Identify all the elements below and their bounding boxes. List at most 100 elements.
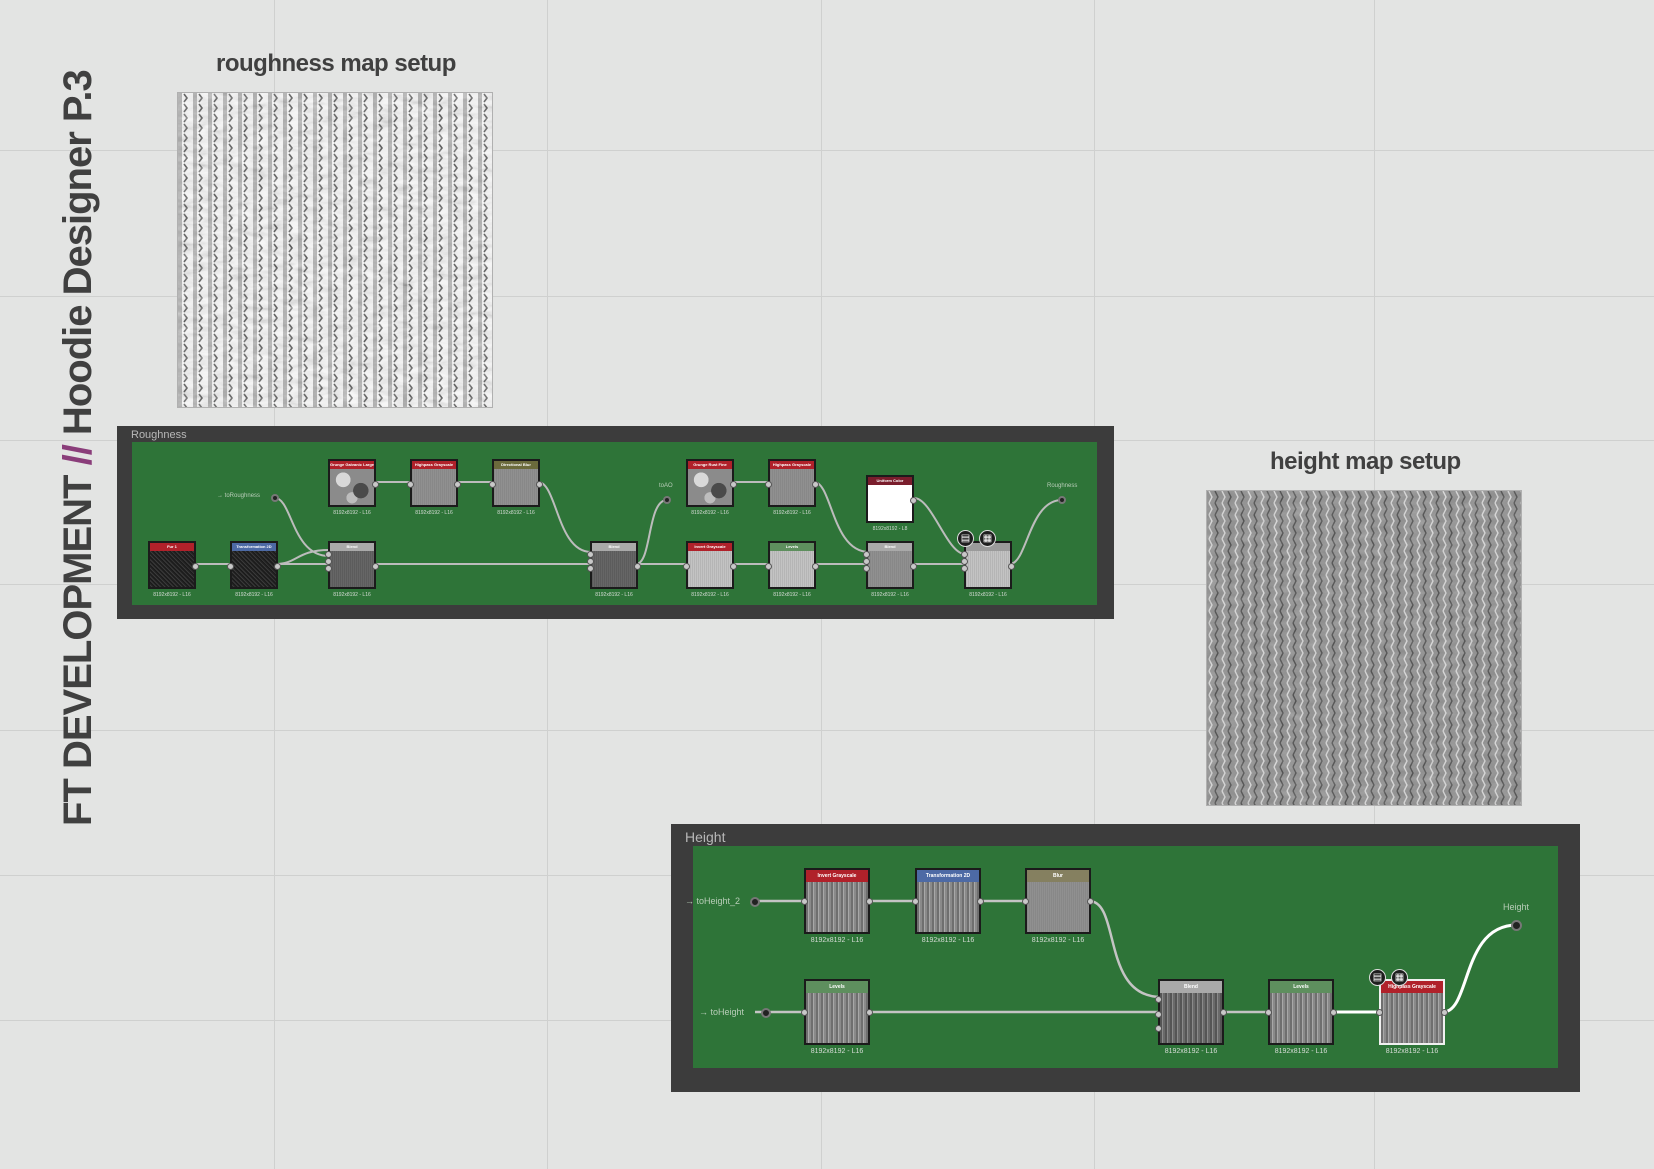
output-port[interactable]	[1441, 1009, 1448, 1016]
node-resolution: 8192x8192 - L16	[497, 510, 535, 516]
output-port[interactable]	[866, 898, 873, 905]
input-port[interactable]	[489, 481, 496, 488]
output-port[interactable]	[372, 563, 379, 570]
output-port[interactable]	[454, 481, 461, 488]
input-port[interactable]	[587, 565, 594, 572]
output-port[interactable]	[536, 481, 543, 488]
output-port[interactable]	[866, 1009, 873, 1016]
checker-icon[interactable]: ▦	[979, 530, 996, 547]
input-port[interactable]	[961, 558, 968, 565]
output-port[interactable]	[1330, 1009, 1337, 1016]
input-port[interactable]	[325, 558, 332, 565]
input-port[interactable]	[1022, 898, 1029, 905]
checker-icon[interactable]: ▦	[1391, 969, 1408, 986]
roughness-output-node[interactable]	[1058, 496, 1066, 504]
node-final[interactable]: 8192x8192 - L16	[961, 541, 1015, 598]
input-port[interactable]	[587, 551, 594, 558]
node-resolution: 8192x8192 - L16	[921, 937, 975, 944]
node-title: Blend	[868, 543, 912, 551]
input-port[interactable]	[961, 551, 968, 558]
output-port[interactable]	[910, 563, 917, 570]
ao-output-label: toAO	[659, 483, 673, 489]
input-port[interactable]	[961, 565, 968, 572]
input-port[interactable]	[227, 563, 234, 570]
output-port[interactable]	[274, 563, 281, 570]
node-title: Transformation 2D	[917, 870, 979, 882]
input-port[interactable]	[1155, 1011, 1162, 1018]
input-port[interactable]	[683, 563, 690, 570]
output-port[interactable]	[1087, 898, 1094, 905]
input-port[interactable]	[801, 898, 808, 905]
height-frame-title: Height	[685, 829, 726, 845]
height-output-node[interactable]	[1511, 920, 1522, 931]
output-port[interactable]	[812, 481, 819, 488]
input-port[interactable]	[325, 565, 332, 572]
input-port[interactable]	[325, 551, 332, 558]
height-output-label: Height	[1503, 902, 1530, 912]
input-port[interactable]	[1265, 1009, 1272, 1016]
height-input-node[interactable]	[761, 1008, 771, 1018]
output-port[interactable]	[730, 563, 737, 570]
node-resolution: 8192x8192 - L16	[691, 510, 729, 516]
input-port[interactable]	[407, 481, 414, 488]
input-port[interactable]	[1376, 1009, 1383, 1016]
input-port[interactable]	[1155, 1025, 1162, 1032]
roughness-input-node[interactable]	[271, 494, 279, 502]
input-port[interactable]	[863, 551, 870, 558]
output-port[interactable]	[977, 898, 984, 905]
file-icon[interactable]: ▤	[1369, 969, 1386, 986]
node-thumbnail	[1270, 993, 1332, 1043]
node-resolution: 8192x8192 - L16	[1274, 1048, 1328, 1055]
node-title: Grunge Rust Fine	[688, 461, 732, 469]
input-port[interactable]	[765, 563, 772, 570]
output-port[interactable]	[1008, 563, 1015, 570]
node-transform[interactable]: Transformation 2D 8192x8192 - L16	[912, 868, 984, 944]
roughness-input-label: → toRoughness	[217, 493, 261, 499]
input-port[interactable]	[912, 898, 919, 905]
node-highpass2[interactable]: Highpass Grayscale 8192x8192 - L16	[765, 459, 819, 516]
node-thumbnail	[868, 551, 912, 587]
node-title: Highpass Grayscale	[770, 461, 814, 469]
node-thumbnail	[770, 469, 814, 505]
input-port[interactable]	[587, 558, 594, 565]
input-port[interactable]	[1155, 996, 1162, 1003]
output-port[interactable]	[634, 563, 641, 570]
node-resolution: 8192x8192 - L16	[773, 510, 811, 516]
output-port[interactable]	[192, 563, 199, 570]
output-port[interactable]	[730, 481, 737, 488]
ao-output-node[interactable]	[663, 496, 671, 504]
output-port[interactable]	[372, 481, 379, 488]
input-port[interactable]	[765, 481, 772, 488]
file-icon[interactable]: ▤	[957, 530, 974, 547]
height-input-2-node[interactable]	[750, 897, 760, 907]
node-title: Fur 1	[150, 543, 194, 551]
input-port[interactable]	[801, 1009, 808, 1016]
node-grunge2[interactable]: Grunge Rust Fine 8192x8192 - L16	[686, 459, 737, 516]
output-port[interactable]	[1220, 1009, 1227, 1016]
output-port[interactable]	[910, 497, 917, 504]
node-title: Grunge Galvanic Large	[330, 461, 374, 469]
node-title	[966, 543, 1010, 551]
node-resolution: 8192x8192 - L16	[810, 937, 864, 944]
roughness-map-label: roughness map setup	[216, 50, 456, 77]
input-port[interactable]	[863, 558, 870, 565]
output-port[interactable]	[812, 563, 819, 570]
input-port[interactable]	[863, 565, 870, 572]
